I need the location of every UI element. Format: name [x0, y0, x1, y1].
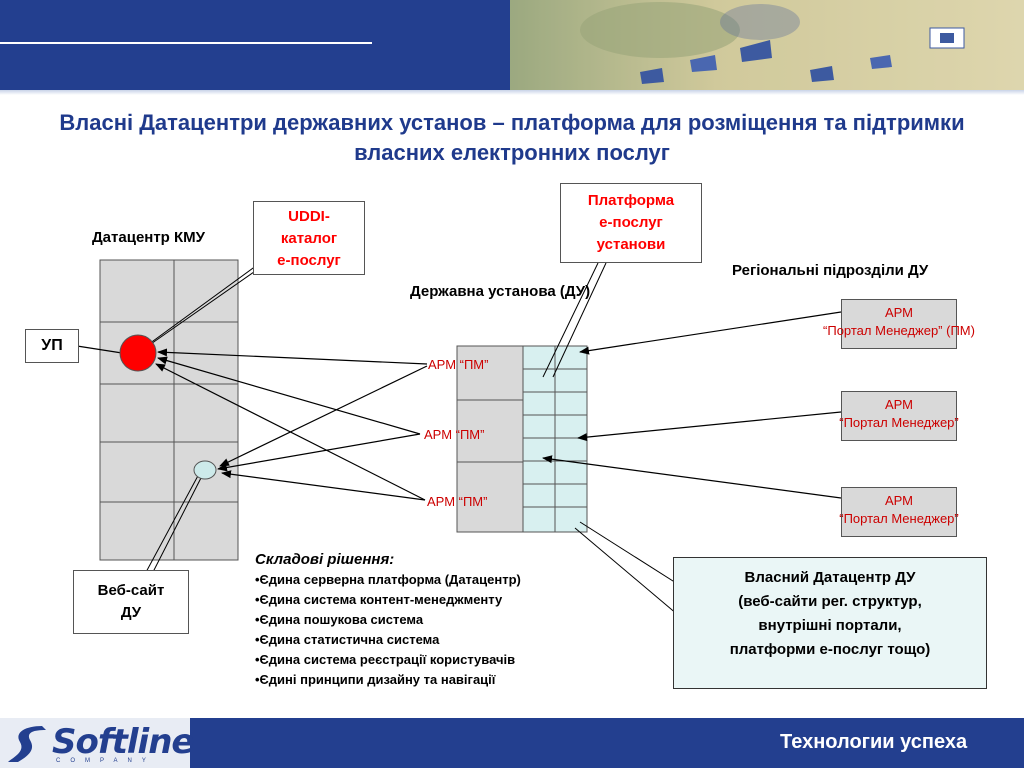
website-node	[193, 460, 217, 480]
label-state-institution: Державна установа (ДУ)	[410, 283, 591, 300]
page-title: Власні Датацентри державних установ – пл…	[59, 110, 965, 165]
composite-item: •Єдина система контент-менеджменту	[255, 592, 503, 607]
regional-arm-2: АРМ “Портал Менеджер”	[839, 391, 959, 441]
header-photo	[510, 0, 1024, 90]
arrow-arm3-up	[155, 363, 426, 501]
arrow-regional3	[542, 455, 842, 499]
up-node	[119, 334, 157, 372]
platform-callout-line	[542, 262, 599, 378]
du-grid	[456, 345, 588, 533]
composite-heading: Складові рішення:	[255, 551, 395, 568]
composite-item: •Єдина пошукова система	[255, 612, 424, 627]
regional-arm-3-line1: АРМ	[884, 493, 914, 508]
composite-solutions: Складові рішення: •Єдина серверна платфо…	[255, 550, 521, 690]
arrow-regional1	[579, 311, 842, 355]
arrow-arm2-website	[217, 433, 421, 472]
own-dc-line-4: платформи е-послуг тощо)	[729, 641, 931, 658]
regional-arm-2-line2: “Портал Менеджер”	[839, 415, 959, 430]
arrow-arm2-up	[157, 356, 421, 435]
arm-pm-label-2: АРМ “ПМ”	[424, 427, 485, 442]
footer-logo-area	[0, 718, 190, 768]
platform-callout-line-2	[552, 262, 607, 378]
arm-pm-label-1: АРМ “ПМ”	[428, 357, 489, 372]
platform-line-3: установи	[596, 236, 666, 253]
arrow-arm1-up	[157, 348, 428, 365]
own-datacenter-box: Власний Датацентр ДУ (веб-сайти рег. стр…	[673, 557, 987, 689]
regional-arm-3-line2: “Портал Менеджер”	[839, 511, 959, 526]
regional-arm-2-line1: АРМ	[884, 397, 914, 412]
composite-item: •Єдина статистична система	[255, 632, 440, 647]
own-dc-callout-line-2	[579, 521, 685, 589]
softline-logo-icon	[8, 726, 46, 762]
composite-item: •Єдині принципи дизайну та навігації	[255, 672, 496, 687]
composite-item: •Єдина серверна платформа (Датацентр)	[255, 572, 521, 587]
up-connector	[76, 345, 123, 354]
label-regional-units: Регіональні підрозділи ДУ	[732, 262, 929, 279]
own-dc-callout-line	[574, 527, 685, 621]
own-dc-line-2: (веб-сайти рег. структур,	[738, 593, 922, 610]
platform-line-2: е-послуг	[599, 214, 663, 231]
arm-pm-label-3: АРМ “ПМ”	[427, 494, 488, 509]
uddi-line-2: каталог	[280, 230, 338, 247]
footer-slogan: Технологии успеха	[780, 731, 968, 753]
own-dc-line-3: внутрішні портали,	[758, 617, 902, 634]
arrow-arm1-website	[219, 365, 428, 467]
regional-arm-1: АРМ “Портал Менеджер” (ПМ)	[823, 299, 975, 349]
own-dc-line-1: Власний Датацентр ДУ	[744, 569, 916, 586]
uddi-line-3: е-послуг	[277, 252, 341, 269]
kmu-datacenter-grid	[99, 259, 239, 561]
platform-box: Платформа е-послуг установи	[560, 183, 702, 263]
header-line	[0, 42, 372, 44]
website-line-1: Веб-сайт	[97, 582, 165, 599]
uddi-catalog-box: UDDI- каталог е-послуг	[253, 201, 365, 275]
website-callout-line-2	[144, 471, 201, 575]
softline-logo-sub: COMPANY	[56, 758, 156, 764]
platform-line-1: Платформа	[587, 192, 675, 209]
regional-arm-1-line1: АРМ	[884, 305, 914, 320]
regional-arm-3: АРМ “Портал Менеджер”	[839, 487, 959, 537]
uddi-line-1: UDDI-	[288, 208, 330, 225]
label-kmu-datacenter: Датацентр КМУ	[92, 229, 205, 246]
arrow-arm3-website	[221, 470, 426, 501]
arrow-regional2	[577, 411, 842, 442]
softline-logo-text: Softline	[52, 722, 194, 762]
website-callout-line	[151, 473, 204, 575]
regional-arm-1-line2: “Портал Менеджер” (ПМ)	[823, 323, 975, 338]
up-box: УП	[25, 329, 79, 363]
website-du-box: Веб-сайт ДУ	[73, 570, 189, 634]
composite-item: •Єдина система реєстрації користувачів	[255, 652, 516, 667]
website-line-2: ДУ	[120, 604, 142, 621]
header-rule	[0, 90, 1024, 95]
